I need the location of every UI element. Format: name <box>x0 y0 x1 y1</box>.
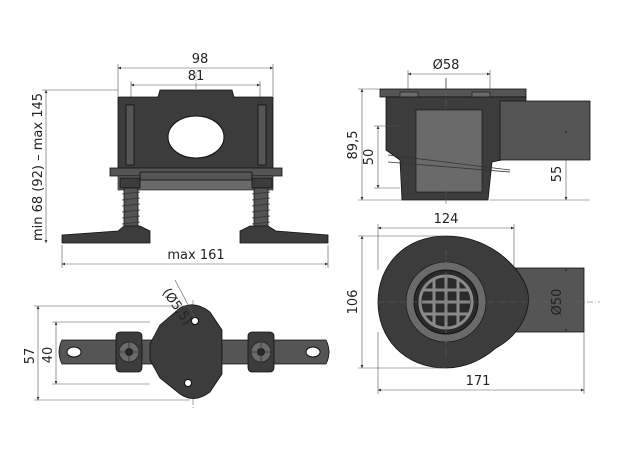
dim-height-label: min 68 (92) – max 145 <box>31 93 46 241</box>
dim-98-label: 98 <box>192 52 209 67</box>
dim-40-label: 40 <box>41 347 56 364</box>
dim-89-5-label: 89,5 <box>346 131 361 160</box>
dim-57-label: 57 <box>23 348 38 365</box>
side-outlet-pipe <box>499 100 591 161</box>
right-leg <box>239 187 329 244</box>
bottom-right-clamp <box>247 331 275 373</box>
dim-55-label: 55 <box>550 166 565 183</box>
dim-106-label: 106 <box>346 290 361 315</box>
dim-50-dia-label: Ø50 <box>550 289 565 316</box>
left-leg <box>61 187 151 244</box>
dim-50-label: 50 <box>362 149 377 166</box>
bottom-view: (Ø5,5) 57 40 <box>23 279 330 410</box>
side-view: Ø58 89,5 50 55 <box>346 58 591 204</box>
front-outlet-hole <box>167 115 225 159</box>
dim-161-label: max 161 <box>167 248 224 263</box>
front-view: 98 81 <box>31 52 329 268</box>
dim-58-label: Ø58 <box>433 58 460 73</box>
dim-124-label: 124 <box>434 212 459 227</box>
bottom-center-body <box>149 304 223 399</box>
dim-171-label: 171 <box>466 374 491 389</box>
plan-view: 124 106 Ø50 171 <box>346 212 600 394</box>
bottom-left-clamp <box>115 331 143 373</box>
